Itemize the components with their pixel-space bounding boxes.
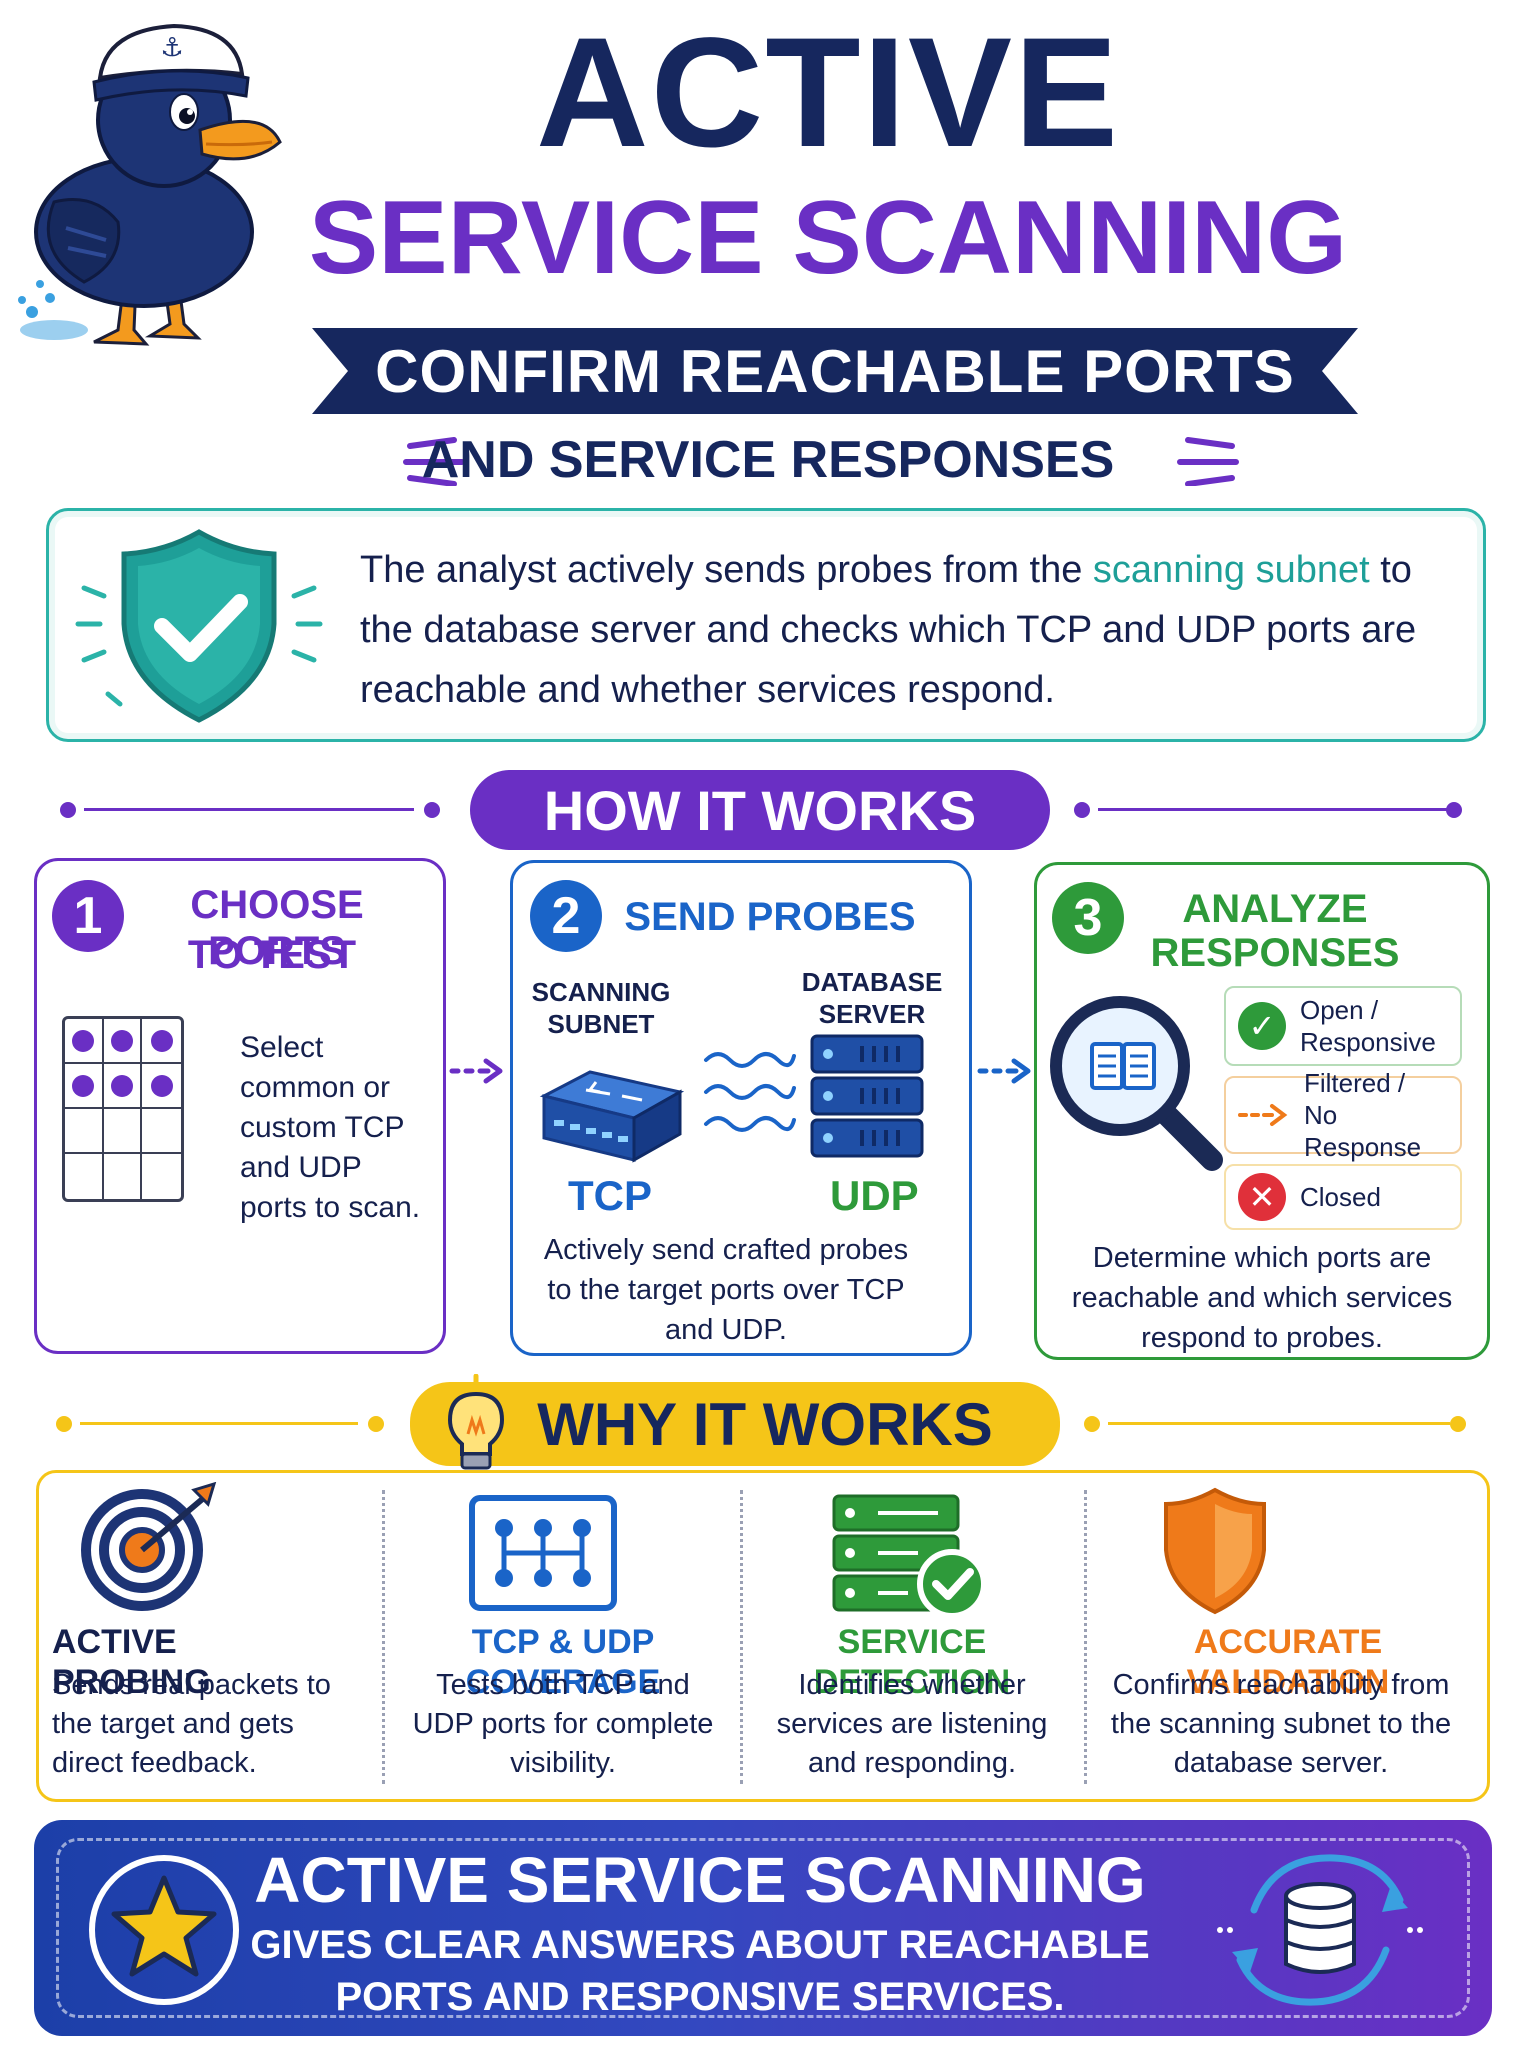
udp-label: UDP [830, 1172, 919, 1219]
arrow-right-icon [977, 1058, 1031, 1084]
divider-line [80, 1422, 358, 1425]
database-server-icon [810, 1034, 924, 1158]
step-1-body: Select common or custom TCP and UDP port… [240, 1031, 421, 1224]
arrow-right-icon [449, 1058, 503, 1084]
divider-dot [1450, 1416, 1466, 1432]
step-3-title-line2: RESPONSES [1150, 931, 1400, 975]
target-icon [81, 1482, 217, 1611]
x-circle-icon: ✕ [1238, 1173, 1286, 1221]
database-cycle-icon [1217, 1854, 1423, 2006]
tcp-label: TCP [568, 1172, 652, 1219]
intro-highlight: scanning subnet [1092, 549, 1370, 591]
why-it-works-heading: WHY IT WORKS [410, 1382, 1060, 1466]
status-closed: ✕ Closed [1224, 1164, 1462, 1230]
divider-dot [1084, 1416, 1100, 1432]
why-item-title-service-detection: SERVICE DETECTION [813, 1623, 1011, 1701]
footer-banner [34, 1820, 1492, 2036]
check-circle-icon: ✓ [1238, 1002, 1286, 1050]
page-subtitle: AND SERVICE RESPONSES [421, 431, 1115, 489]
page-title-line2: SERVICE SCANNING [308, 180, 1348, 296]
step-number-1: 1 [52, 880, 124, 952]
target-label-line1: DATABASE [801, 967, 943, 997]
network-switch-icon [539, 1070, 685, 1163]
step-2-title: SEND PROBES [624, 895, 916, 939]
step-number-2: 2 [530, 880, 602, 952]
footer-subtitle-line1: GIVES CLEAR ANSWERS ABOUT REACHABLE [250, 1923, 1150, 1967]
status-filtered: Filtered /No Response [1224, 1068, 1462, 1162]
intro-box [46, 508, 1486, 742]
why-item-body-accurate-validation: Confirms reachability from the scanning … [1110, 1669, 1452, 1779]
page-title-line1: ACTIVE [535, 6, 1121, 180]
footer-dashed-border [56, 1838, 1470, 2018]
port-grid-icon [62, 1016, 184, 1202]
magnifier-icon [1050, 996, 1223, 1171]
step-number-3: 3 [1052, 882, 1124, 954]
ribbon-banner [312, 328, 1358, 414]
divider-dot [60, 802, 76, 818]
footer-subtitle-line2: PORTS AND RESPONSIVE SERVICES. [335, 1975, 1065, 2019]
why-item-title-active-probing: ACTIVE PROBING [52, 1623, 211, 1701]
star-icon [89, 1855, 239, 2005]
how-it-works-heading: HOW IT WORKS [470, 770, 1050, 850]
divider-dot [1074, 802, 1090, 818]
why-item-body-tcp-udp: Tests both TCP and UDP ports for complet… [412, 1669, 714, 1779]
footer-title: ACTIVE SERVICE SCANNING [254, 1844, 1146, 1916]
lightbulb-icon [429, 1374, 523, 1470]
divider-dot [424, 802, 440, 818]
status-open: ✓ Open /Responsive [1224, 986, 1462, 1066]
why-item-body-active-probing: Sends real packets to the target and get… [52, 1669, 331, 1779]
intro-text: The analyst actively sends probes from t… [360, 549, 1417, 711]
divider-dot [1446, 802, 1462, 818]
column-divider [382, 1490, 385, 1784]
shield-icon [1164, 1487, 1266, 1615]
step-1-title-line2: TO TEST [187, 933, 357, 977]
right-accent-lines-icon [1177, 437, 1239, 486]
divider-dot [56, 1416, 72, 1432]
left-accent-lines-icon [403, 437, 465, 486]
duck-mascot-icon: ⚓ [18, 23, 282, 346]
step-3-title-line1: ANALYZE [1182, 887, 1368, 931]
dashed-arrow-icon [1238, 1104, 1288, 1126]
network-icon [469, 1495, 617, 1611]
step-3-body: Determine which ports are reachable and … [1071, 1242, 1453, 1354]
svg-text:⚓: ⚓ [160, 33, 183, 63]
divider-dot [368, 1416, 384, 1432]
why-item-title-tcp-udp: TCP & UDP COVERAGE [465, 1623, 661, 1701]
why-item-body-service-detection: Identifies whether services are listenin… [776, 1669, 1048, 1779]
why-item-title-accurate-validation: ACCURATE VALIDATION [1186, 1623, 1390, 1701]
column-divider [740, 1490, 743, 1784]
step-1-title-line1: CHOOSE PORTS [190, 883, 364, 973]
divider-line [1108, 1422, 1450, 1425]
banner-text: CONFIRM REACHABLE PORTS [375, 337, 1295, 405]
source-label-line2: SUBNET [547, 1009, 655, 1039]
shield-check-icon [75, 529, 323, 723]
server-check-icon [832, 1494, 987, 1618]
divider-line [1098, 808, 1456, 811]
divider-line [84, 808, 414, 811]
step-2-body: Actively send crafted probes to the targ… [543, 1234, 909, 1346]
column-divider [1084, 1490, 1087, 1784]
source-label-line1: SCANNING [531, 977, 671, 1007]
target-label-line2: SERVER [818, 999, 926, 1029]
signal-waves-icon [704, 1052, 796, 1132]
